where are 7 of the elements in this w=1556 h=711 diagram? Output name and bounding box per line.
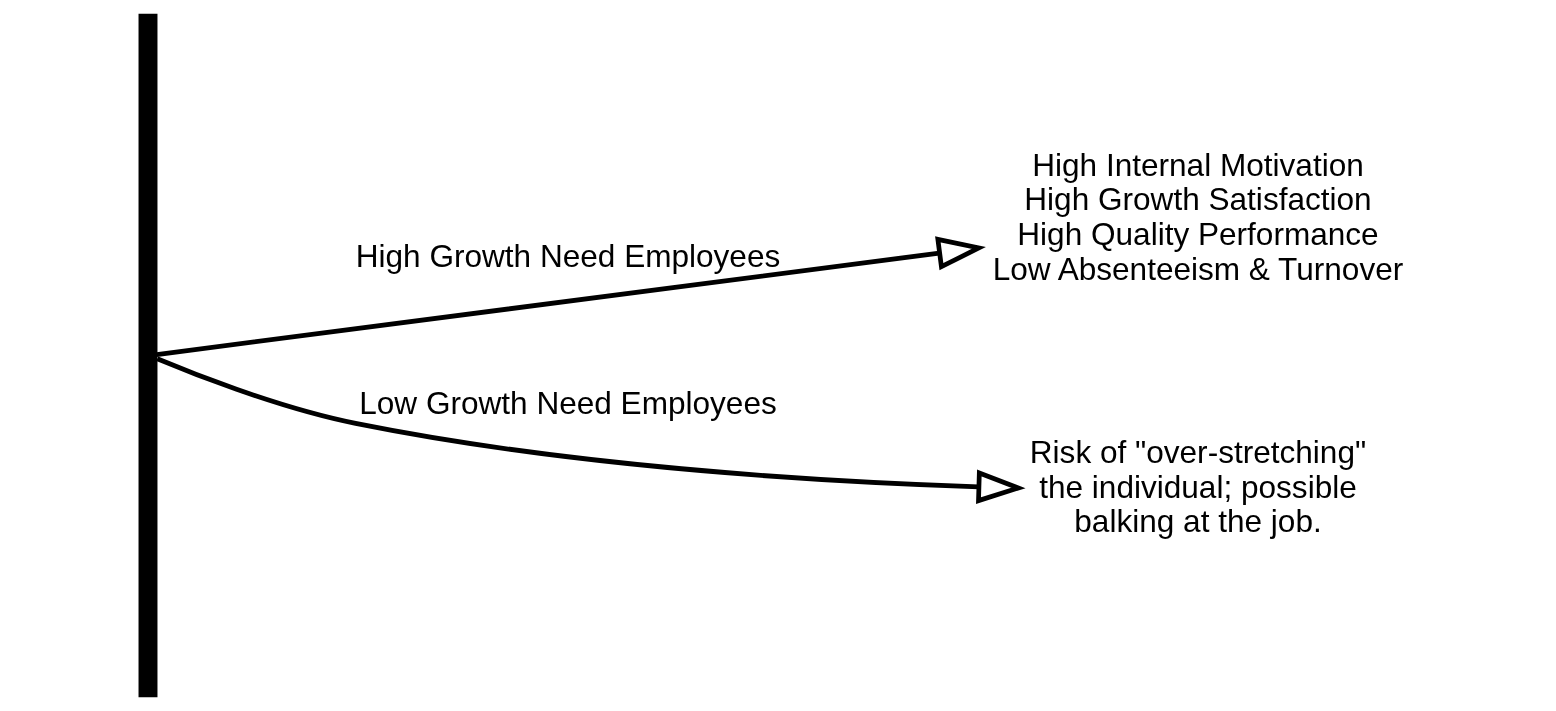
- node-box: [138, 13, 158, 698]
- edge-label: Low Growth Need Employees: [359, 384, 777, 421]
- node-text: High Internal Motivation High Growth Satisfaction High Quality Performance Low Absenteeism & Turnover: [992, 146, 1404, 287]
- arrow: [156, 236, 986, 357]
- edge-label: High Growth Need Employees: [355, 238, 781, 275]
- arrow: [156, 356, 1026, 504]
- node-text: Risk of "over-stretching" the individual; possible balking at the job.: [1029, 433, 1367, 540]
